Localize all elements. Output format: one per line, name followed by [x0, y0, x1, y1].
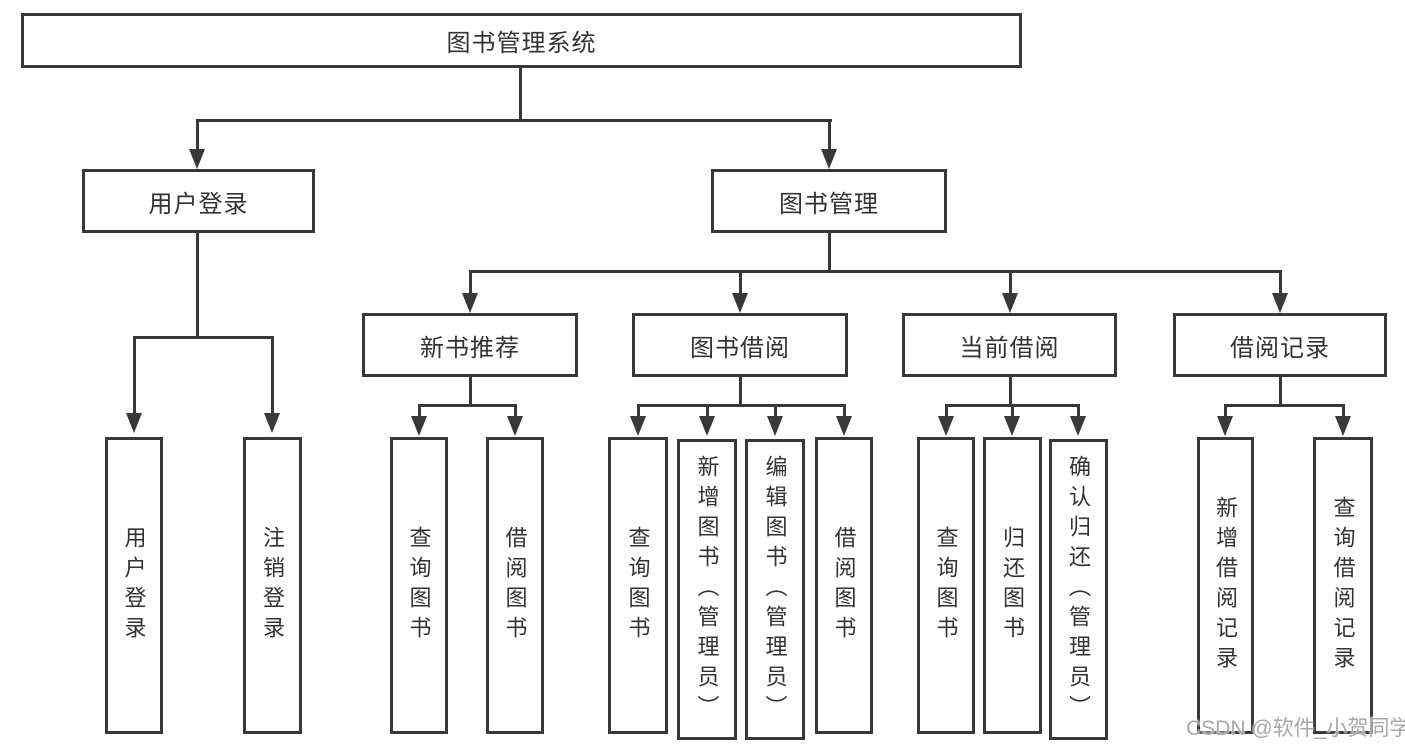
arrowhead-down-icon: [189, 149, 205, 169]
connector-line: [418, 404, 421, 420]
connector-line: [1342, 404, 1345, 420]
connector-line: [519, 68, 522, 122]
connector-line: [1279, 270, 1282, 296]
connector-line: [843, 404, 846, 420]
leaf-user-login: 用户登录: [105, 437, 163, 734]
leaf-newbooks-query-books: 查询图书: [390, 437, 448, 734]
arrowhead-down-icon: [767, 416, 783, 436]
connector-line: [945, 404, 948, 420]
leaf-label: 新增借阅记录: [1213, 495, 1239, 676]
connector-line: [133, 336, 274, 339]
node-label: 图书借阅: [690, 334, 790, 362]
connector-line: [1279, 377, 1282, 407]
arrowhead-down-icon: [507, 416, 523, 436]
node-label: 借阅记录: [1230, 334, 1330, 362]
connector-line: [469, 270, 1282, 273]
leaf-current-confirm-return-admin: 确认归还（管理员）: [1049, 439, 1108, 740]
connector-line: [828, 119, 831, 151]
node-book-management: 图书管理: [711, 169, 947, 233]
node-label: 新书推荐: [420, 334, 520, 362]
connector-line: [1011, 404, 1014, 420]
leaf-label: 查询图书: [625, 525, 651, 646]
leaf-current-return-books: 归还图书: [983, 437, 1042, 734]
arrowhead-down-icon: [1335, 416, 1351, 436]
arrowhead-down-icon: [1272, 293, 1288, 313]
connector-line: [1077, 404, 1080, 420]
node-user-login: 用户登录: [82, 169, 315, 233]
node-label: 图书管理: [779, 190, 879, 218]
arrowhead-down-icon: [462, 293, 478, 313]
arrowhead-down-icon: [1070, 416, 1086, 436]
leaf-borrowing-query-books: 查询图书: [608, 437, 668, 734]
leaf-label: 注销登录: [260, 525, 286, 646]
node-library-system: 图书管理系统: [21, 13, 1022, 68]
leaf-newbooks-borrow-books: 借阅图书: [486, 437, 544, 734]
arrowhead-down-icon: [1002, 293, 1018, 313]
node-borrowing-records: 借阅记录: [1173, 313, 1387, 377]
node-label: 图书管理系统: [446, 30, 597, 57]
connector-line: [1009, 270, 1012, 296]
leaf-records-add-record: 新增借阅记录: [1197, 437, 1254, 734]
leaf-label: 归还图书: [1000, 525, 1026, 646]
node-label: 当前借阅: [959, 334, 1060, 362]
connector-line: [1224, 404, 1227, 420]
connector-line: [196, 233, 199, 339]
connector-line: [469, 377, 472, 407]
leaf-label: 查询图书: [406, 525, 432, 646]
node-new-book-recommend: 新书推荐: [362, 313, 578, 377]
connector-line: [828, 232, 831, 273]
arrowhead-down-icon: [1217, 416, 1233, 436]
leaf-label: 查询图书: [933, 525, 959, 646]
leaf-label: 借阅图书: [831, 525, 857, 646]
leaf-records-query-record: 查询借阅记录: [1313, 437, 1373, 734]
connector-line: [196, 119, 199, 151]
connector-line: [469, 270, 472, 296]
connector-line: [637, 404, 640, 420]
connector-line: [1224, 404, 1345, 407]
arrowhead-down-icon: [126, 413, 142, 433]
leaf-label: 确认归还（管理员）: [1066, 454, 1092, 725]
node-current-borrowing: 当前借阅: [902, 313, 1117, 377]
node-label: 用户登录: [148, 190, 249, 218]
leaf-label: 查询借阅记录: [1330, 495, 1356, 676]
connector-line: [418, 404, 517, 407]
arrowhead-down-icon: [821, 149, 837, 169]
leaf-borrowing-borrow-books: 借阅图书: [815, 437, 873, 734]
connector-line: [196, 119, 832, 122]
arrowhead-down-icon: [630, 416, 646, 436]
connector-line: [706, 404, 709, 420]
arrowhead-down-icon: [938, 416, 954, 436]
leaf-label: 借阅图书: [502, 525, 528, 646]
connector-line: [774, 404, 777, 420]
leaf-label: 新增图书（管理员）: [694, 454, 720, 725]
leaf-borrowing-add-books-admin: 新增图书（管理员）: [677, 439, 737, 740]
connector-line: [133, 336, 136, 416]
arrowhead-down-icon: [1004, 416, 1020, 436]
connector-line: [739, 377, 742, 407]
leaf-logout: 注销登录: [243, 437, 302, 734]
connector-line: [637, 404, 846, 407]
leaf-current-query-books: 查询图书: [917, 437, 975, 734]
leaf-label: 编辑图书（管理员）: [762, 454, 788, 725]
leaf-borrowing-edit-books-admin: 编辑图书（管理员）: [745, 439, 805, 740]
leaf-label: 用户登录: [121, 525, 147, 646]
connector-line: [1009, 377, 1012, 407]
node-book-borrowing: 图书借阅: [632, 313, 848, 377]
arrowhead-down-icon: [411, 416, 427, 436]
arrowhead-down-icon: [264, 413, 280, 433]
connector-line: [271, 336, 274, 416]
arrowhead-down-icon: [732, 293, 748, 313]
arrowhead-down-icon: [699, 416, 715, 436]
connector-line: [514, 404, 517, 420]
connector-line: [739, 270, 742, 296]
arrowhead-down-icon: [836, 416, 852, 436]
